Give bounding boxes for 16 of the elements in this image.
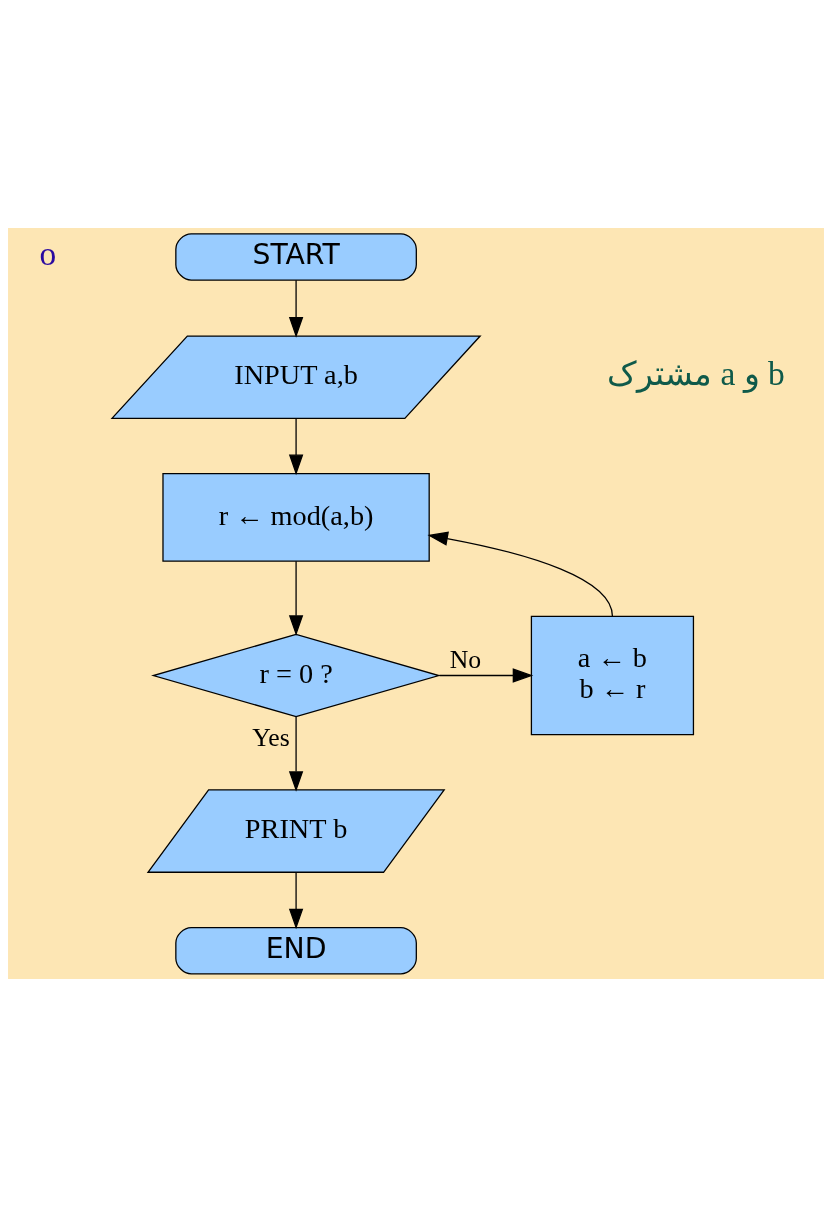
arrow [288,418,304,476]
edge-label: Yes [252,722,290,752]
label: مشترک a و b [607,355,785,393]
arrow [288,279,304,338]
node-box: END [175,926,417,975]
arrow [288,871,304,930]
node-box: a ← b b ← r [530,615,695,736]
arrow [427,531,614,617]
arrow [288,716,304,792]
node-diamond: r = 0 ? [151,633,442,718]
edge-label: No [449,644,482,674]
node-box: r ← mod(a,b) [162,472,430,562]
label: o [39,235,57,273]
node-box: START [175,233,417,281]
arrow [438,668,534,683]
arrow [288,560,304,636]
